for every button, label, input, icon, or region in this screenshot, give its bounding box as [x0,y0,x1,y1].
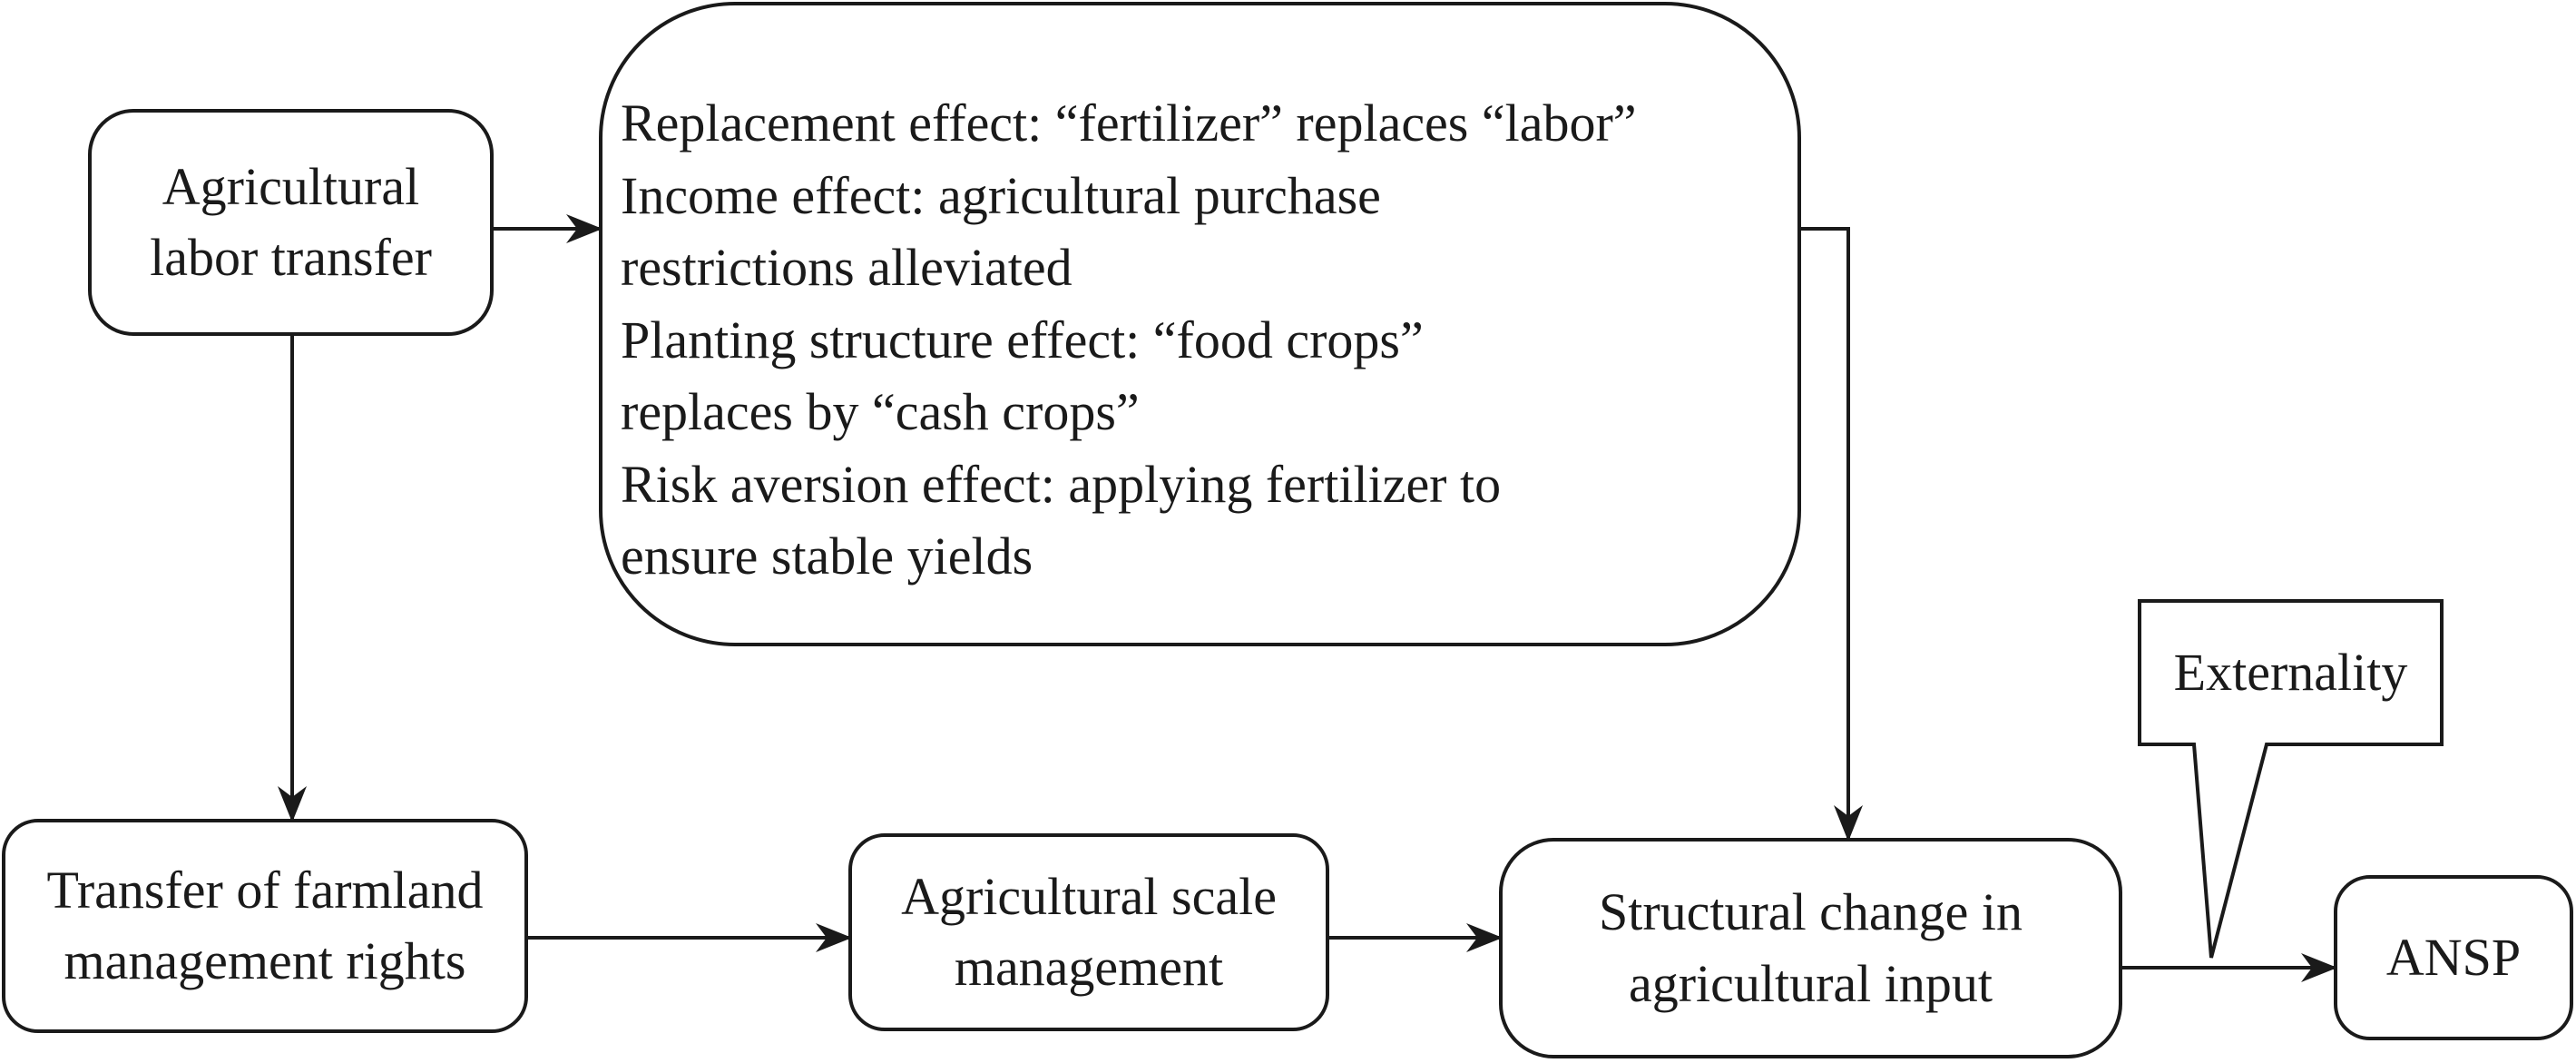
node-label-line: Transfer of farmland [46,860,484,920]
effect-line: ensure stable yields [621,527,1033,586]
effect-line: Income effect: agricultural purchase [621,165,1381,225]
externality-callout-shape [2138,599,2444,959]
node-label-line: labor transfer [150,228,432,287]
node-label: ANSP [2385,927,2522,987]
node-label-line: Agricultural scale [901,866,1277,926]
callout-label: Externality [2173,642,2408,702]
node-structural-change: Structural change in agricultural input [1499,838,2122,1058]
node-effects: Replacement effect: “fertilizer” replace… [599,2,1801,646]
node-externality-callout: Externality [2140,601,2442,744]
effect-line: replaces by “cash crops” [621,382,1140,441]
effect-line: Replacement effect: “fertilizer” replace… [621,94,1637,153]
node-label-line: Agricultural [162,156,420,216]
node-ansp: ANSP [2334,875,2573,1040]
arrow-effects-to-structural [1801,227,1863,842]
node-agricultural-scale-management: Agricultural scale management [848,833,1329,1031]
node-label-line: management [954,938,1224,997]
node-label-line: management rights [64,931,466,990]
node-label-line: Structural change in [1598,882,2023,942]
node-label-line: agricultural input [1628,953,1993,1013]
effect-line: restrictions alleviated [621,238,1073,297]
effect-line: Risk aversion effect: applying fertilize… [621,454,1502,514]
effect-line: Planting structure effect: “food crops” [621,310,1424,369]
node-agricultural-labor-transfer: Agricultural labor transfer [88,109,494,336]
node-farmland-transfer: Transfer of farmland management rights [2,819,528,1033]
